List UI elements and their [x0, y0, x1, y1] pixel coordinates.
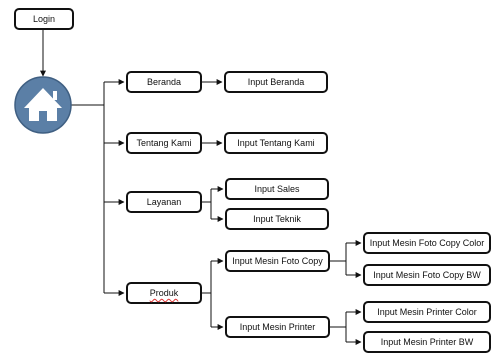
beranda-box: Beranda — [126, 71, 202, 93]
login-label: Login — [32, 14, 56, 24]
input-mesin-foto-copy-color-label: Input Mesin Foto Copy Color — [369, 238, 485, 248]
produk-box: Produk — [126, 282, 202, 304]
input-mesin-printer-label: Input Mesin Printer — [239, 322, 316, 332]
input-mesin-printer-bw-box: Input Mesin Printer BW — [363, 331, 491, 353]
input-mesin-foto-copy-bw-box: Input Mesin Foto Copy BW — [363, 264, 491, 286]
produk-label: Produk — [149, 288, 179, 298]
input-tentang-kami-box: Input Tentang Kami — [224, 132, 328, 154]
input-mesin-foto-copy-color-box: Input Mesin Foto Copy Color — [363, 232, 491, 254]
input-mesin-printer-color-box: Input Mesin Printer Color — [363, 301, 491, 323]
input-mesin-foto-copy-label: Input Mesin Foto Copy — [232, 256, 323, 266]
input-beranda-box: Input Beranda — [224, 71, 328, 93]
input-teknik-box: Input Teknik — [225, 208, 329, 230]
beranda-label: Beranda — [146, 77, 182, 87]
input-mesin-printer-bw-label: Input Mesin Printer BW — [380, 337, 474, 347]
input-teknik-label: Input Teknik — [253, 214, 301, 224]
input-mesin-printer-color-label: Input Mesin Printer Color — [377, 307, 477, 317]
tentang-kami-box: Tentang Kami — [126, 132, 202, 154]
layanan-box: Layanan — [126, 191, 202, 213]
input-sales-box: Input Sales — [225, 178, 329, 200]
layanan-label: Layanan — [146, 197, 182, 207]
input-tentang-kami-label: Input Tentang Kami — [237, 138, 315, 148]
login-box: Login — [14, 8, 74, 30]
home-icon — [14, 76, 72, 134]
input-beranda-label: Input Beranda — [247, 77, 305, 87]
input-sales-label: Input Sales — [254, 184, 300, 194]
input-mesin-foto-copy-bw-label: Input Mesin Foto Copy BW — [373, 270, 481, 280]
input-mesin-printer-box: Input Mesin Printer — [225, 316, 330, 338]
input-mesin-foto-copy-box: Input Mesin Foto Copy — [225, 250, 330, 272]
tentang-kami-label: Tentang Kami — [136, 138, 192, 148]
